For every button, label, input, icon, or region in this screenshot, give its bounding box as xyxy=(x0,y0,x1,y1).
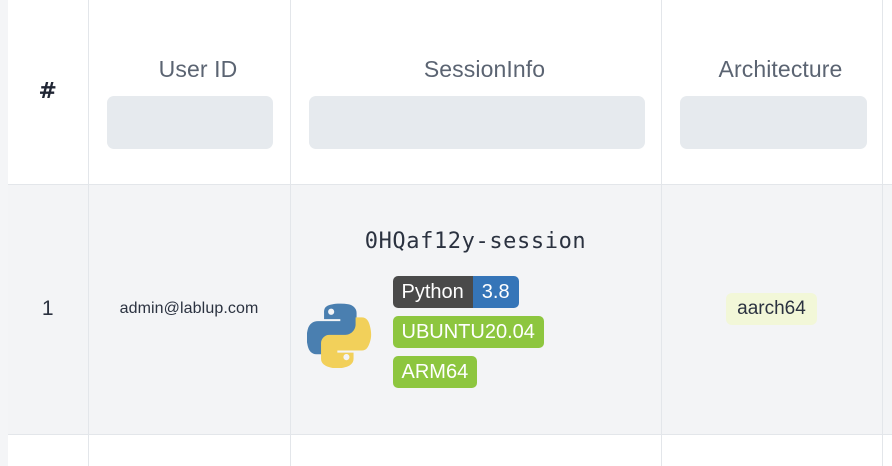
page-left-gutter xyxy=(0,0,8,466)
tag-os: UBUNTU20.04 xyxy=(392,315,544,348)
user-id-filter-input[interactable] xyxy=(106,96,273,149)
session-meta-row: Python 3.8 UBUNTU20.04 ARM64 xyxy=(301,275,651,388)
column-header-overflow xyxy=(882,0,892,185)
table-row[interactable]: 1 admin@lablup.com 0HQaf12y-session xyxy=(8,184,892,435)
architecture-column-label: Architecture xyxy=(718,56,843,82)
row-overflow-cell xyxy=(882,184,892,435)
session-info-content: 0HQaf12y-session Python 3.8 xyxy=(291,215,661,404)
column-header-index: # xyxy=(8,0,89,185)
session-name-text: 0HQaf12y-session xyxy=(364,228,587,254)
table-header-row: # User ID SessionInfo xyxy=(8,0,892,185)
row-overflow-cell xyxy=(882,434,892,466)
sessioninfo-column-label: SessionInfo xyxy=(423,56,546,82)
table-header: # User ID SessionInfo xyxy=(8,0,892,185)
session-tag-list: Python 3.8 UBUNTU20.04 ARM64 xyxy=(392,275,544,388)
row-sessioninfo-cell: 0HQaf12y-session Python 3.8 xyxy=(290,184,662,435)
row-user-id-cell: admin@lablup.com xyxy=(88,184,291,435)
index-column-label: # xyxy=(38,79,57,105)
tag-arch: ARM64 xyxy=(392,355,478,388)
row-user-id-cell xyxy=(88,434,291,466)
tag-python-key: Python xyxy=(392,275,473,308)
architecture-badge: aarch64 xyxy=(726,293,817,325)
row-architecture-cell xyxy=(661,434,883,466)
python-logo-icon xyxy=(306,303,371,368)
column-header-sessioninfo[interactable]: SessionInfo xyxy=(290,0,662,185)
user-id-column-label: User ID xyxy=(158,56,238,82)
row-index-cell: 1 xyxy=(8,184,89,435)
tag-python-value: 3.8 xyxy=(472,275,519,308)
row-sessioninfo-cell xyxy=(290,434,662,466)
row-architecture-cell: aarch64 xyxy=(661,184,883,435)
sessioninfo-header-inner: SessionInfo xyxy=(291,0,661,149)
row-index-cell xyxy=(8,434,89,466)
table-body: 1 admin@lablup.com 0HQaf12y-session xyxy=(8,184,892,466)
sessions-table: # User ID SessionInfo xyxy=(8,0,892,466)
table-row[interactable] xyxy=(8,434,892,466)
architecture-header-inner: Architecture xyxy=(662,0,882,149)
user-id-header-inner: User ID xyxy=(89,0,290,149)
sessioninfo-filter-input[interactable] xyxy=(308,96,645,149)
sessions-table-container: # User ID SessionInfo xyxy=(8,0,892,466)
tag-python-version: Python 3.8 xyxy=(392,275,519,308)
column-header-user-id[interactable]: User ID xyxy=(88,0,291,185)
architecture-filter-input[interactable] xyxy=(679,96,867,149)
column-header-architecture[interactable]: Architecture xyxy=(661,0,883,185)
